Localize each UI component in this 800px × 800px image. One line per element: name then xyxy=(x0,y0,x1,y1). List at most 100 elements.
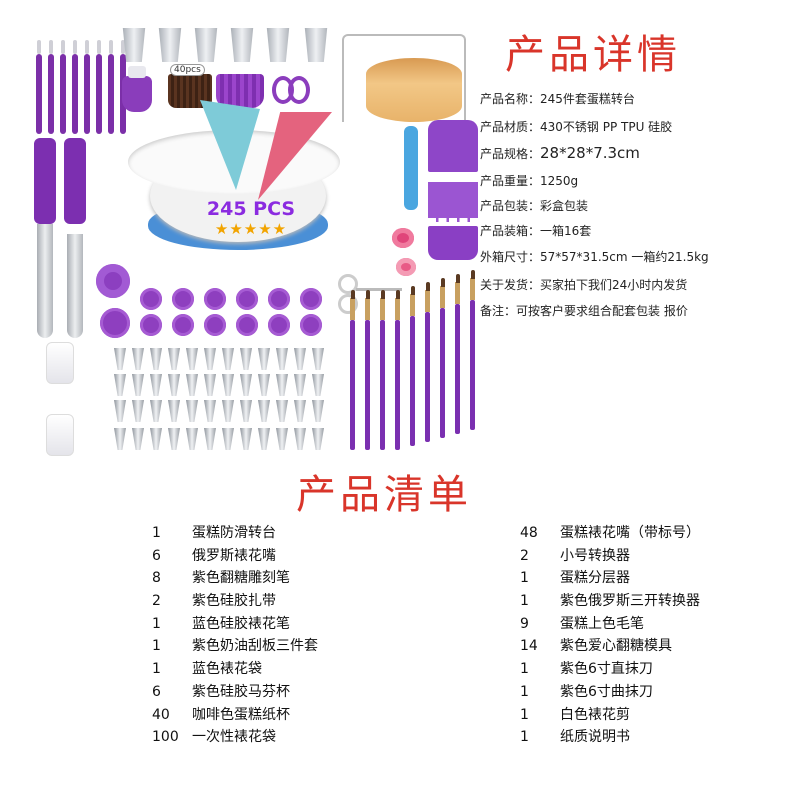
item-name: 小号转换器 xyxy=(560,548,630,564)
spec-row-material: 产品材质：430不锈钢 PP TPU 硅胶 xyxy=(480,118,672,135)
list-item: 40 咖啡色蛋糕纸杯 xyxy=(152,704,290,726)
spec-value: 1250g xyxy=(540,174,579,188)
item-name: 蛋糕上色毛笔 xyxy=(560,616,644,632)
item-name: 蛋糕防滑转台 xyxy=(192,525,276,541)
sponge-cake xyxy=(366,58,462,122)
spec-label: 产品包装： xyxy=(480,199,541,213)
cups-count-label: 40pcs xyxy=(170,64,205,76)
coupler-converter xyxy=(122,66,152,112)
list-item: 1 蓝色硅胶裱花笔 xyxy=(152,613,290,635)
spec-label: 产品规格： xyxy=(480,147,541,161)
item-name: 蛋糕分层器 xyxy=(560,570,630,586)
list-item: 1 蓝色裱花袋 xyxy=(152,658,262,680)
item-qty: 1 xyxy=(520,684,529,700)
spec-value: 一箱16套 xyxy=(540,224,592,238)
spec-row-carton-size: 外箱尺寸：57*57*31.5cm 一箱约21.5kg xyxy=(480,248,709,265)
item-qty: 48 xyxy=(520,525,538,541)
spec-label: 产品装箱： xyxy=(480,224,541,238)
item-name: 纸质说明书 xyxy=(560,729,630,745)
spec-value: 彩盒包装 xyxy=(540,199,589,213)
item-qty: 1 xyxy=(520,661,529,677)
list-item: 2 小号转换器 xyxy=(520,545,630,567)
list-item: 1 紫色俄罗斯三开转换器 xyxy=(520,590,700,612)
spec-value: 57*57*31.5cm 一箱约21.5kg xyxy=(540,250,709,264)
list-item: 1 白色裱花剪 xyxy=(520,704,630,726)
spec-value: 买家拍下我们24小时内发货 xyxy=(540,278,688,292)
item-name: 紫色爱心翻糖模具 xyxy=(560,638,672,654)
list-item: 9 蛋糕上色毛笔 xyxy=(520,613,644,635)
item-qty: 1 xyxy=(152,638,161,654)
item-qty: 6 xyxy=(152,684,161,700)
three-way-converter xyxy=(96,264,130,298)
item-name: 咖啡色蛋糕纸杯 xyxy=(192,707,290,723)
spec-value: 28*28*7.3cm xyxy=(540,144,640,162)
list-item: 48 蛋糕裱花嘴（带标号） xyxy=(520,522,700,544)
spec-row-remark: 备注：可按客户要求组合配套包装 报价 xyxy=(480,302,688,319)
item-name: 一次性裱花袋 xyxy=(192,729,276,745)
item-qty: 2 xyxy=(520,548,529,564)
list-title: 产品清单 xyxy=(296,472,472,518)
item-name: 紫色6寸曲抹刀 xyxy=(560,684,653,700)
list-item: 1 紫色奶油刮板三件套 xyxy=(152,635,318,657)
item-name: 蓝色硅胶裱花笔 xyxy=(192,616,290,632)
spec-row-shipping: 关于发货：买家拍下我们24小时内发货 xyxy=(480,276,687,293)
item-qty: 1 xyxy=(152,661,161,677)
item-qty: 1 xyxy=(152,525,161,541)
list-item: 100 一次性裱花袋 xyxy=(152,726,276,748)
item-qty: 8 xyxy=(152,570,161,586)
item-qty: 6 xyxy=(152,548,161,564)
item-name: 紫色奶油刮板三件套 xyxy=(192,638,318,654)
item-name: 紫色俄罗斯三开转换器 xyxy=(560,593,700,609)
list-item: 1 蛋糕防滑转台 xyxy=(152,522,276,544)
item-qty: 2 xyxy=(152,593,161,609)
spec-label: 关于发货： xyxy=(480,278,541,292)
item-name: 蓝色裱花袋 xyxy=(192,661,262,677)
item-qty: 100 xyxy=(152,729,179,745)
cake-leveler xyxy=(342,34,466,122)
spec-row-weight: 产品重量：1250g xyxy=(480,172,578,189)
product-collage-image: 40pcs 245 PCS ★★★★★ xyxy=(20,20,480,460)
item-qty: 1 xyxy=(520,593,529,609)
list-item: 8 紫色翻糖雕刻笔 xyxy=(152,567,290,589)
spec-row-packaging: 产品包装：彩盒包装 xyxy=(480,197,588,214)
spec-row-size: 产品规格：28*28*7.3cm xyxy=(480,144,640,162)
spec-label: 产品重量： xyxy=(480,174,541,188)
list-item: 14 紫色爱心翻糖模具 xyxy=(520,635,672,657)
item-name: 紫色6寸直抹刀 xyxy=(560,661,653,677)
item-name: 紫色硅胶马芬杯 xyxy=(192,684,290,700)
item-qty: 40 xyxy=(152,707,170,723)
rating-stars: ★★★★★ xyxy=(214,220,288,238)
list-item: 1 纸质说明书 xyxy=(520,726,630,748)
silicone-muffin-cups xyxy=(216,74,264,108)
item-name: 蛋糕裱花嘴（带标号） xyxy=(560,525,700,541)
detail-title: 产品详情 xyxy=(505,32,681,78)
item-name: 紫色翻糖雕刻笔 xyxy=(192,570,290,586)
list-item: 1 紫色6寸直抹刀 xyxy=(520,658,653,680)
item-qty: 1 xyxy=(520,570,529,586)
item-qty: 9 xyxy=(520,616,529,632)
list-item: 2 紫色硅胶扎带 xyxy=(152,590,276,612)
spec-label: 备注： xyxy=(480,304,517,318)
spec-row-name: 产品名称：245件套蛋糕转台 xyxy=(480,90,635,107)
item-qty: 1 xyxy=(520,707,529,723)
spec-row-packing: 产品装箱：一箱16套 xyxy=(480,222,591,239)
pcs-badge: 245 PCS ★★★★★ xyxy=(196,192,306,252)
blue-piping-pen xyxy=(404,126,418,210)
list-item: 6 紫色硅胶马芬杯 xyxy=(152,681,290,703)
list-item: 1 蛋糕分层器 xyxy=(520,567,630,589)
pcs-badge-text: 245 PCS xyxy=(206,198,296,220)
list-item: 1 紫色6寸曲抹刀 xyxy=(520,681,653,703)
spec-label: 产品材质： xyxy=(480,120,541,134)
list-item: 6 俄罗斯裱花嘴 xyxy=(152,545,276,567)
spec-value: 245件套蛋糕转台 xyxy=(540,92,635,106)
spec-value: 430不锈钢 PP TPU 硅胶 xyxy=(540,120,673,134)
item-qty: 1 xyxy=(520,729,529,745)
item-qty: 1 xyxy=(152,616,161,632)
item-qty: 14 xyxy=(520,638,538,654)
item-name: 俄罗斯裱花嘴 xyxy=(192,548,276,564)
item-name: 紫色硅胶扎带 xyxy=(192,593,276,609)
spec-label: 产品名称： xyxy=(480,92,541,106)
spec-label: 外箱尺寸： xyxy=(480,250,541,264)
item-name: 白色裱花剪 xyxy=(560,707,630,723)
spec-value: 可按客户要求组合配套包装 报价 xyxy=(516,304,688,318)
